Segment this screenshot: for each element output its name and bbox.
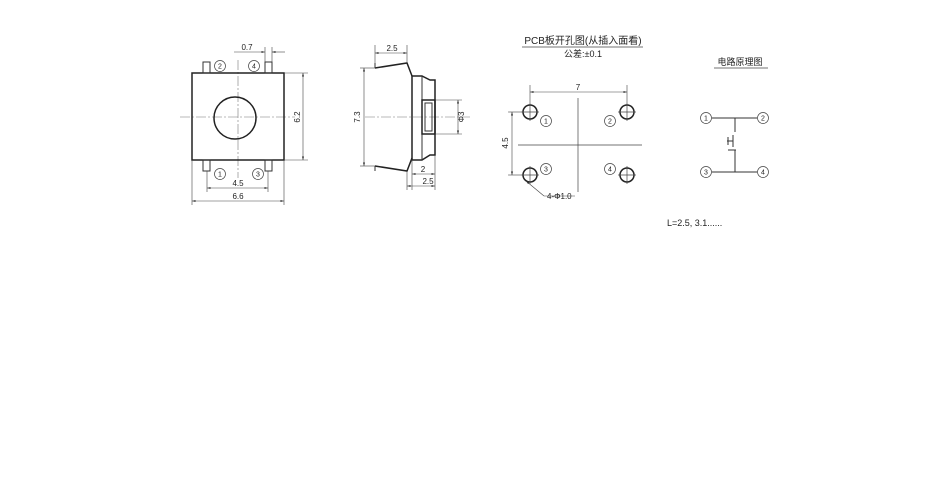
top-view: 2 4 1 3 0.7 6.2 4.5 6.6 xyxy=(180,43,308,205)
pin-label-circle xyxy=(214,168,226,180)
dim-hole-pitch-y: 4.5 xyxy=(501,137,510,149)
length-note: L=2.5, 3.1...... xyxy=(667,218,722,228)
pcb-pin-3: 3 xyxy=(544,167,548,174)
pin-label-1: 1 xyxy=(218,172,222,179)
actuator-circle xyxy=(213,96,257,140)
dim-side-depth: 2 xyxy=(421,165,426,174)
switch-symbol xyxy=(727,118,736,172)
dim-side-height: 7.3 xyxy=(353,111,362,123)
dim-top-pin: 0.7 xyxy=(241,43,253,52)
pcb-title: PCB板开孔图(从插入面看) xyxy=(524,34,641,47)
pcb-pin-1: 1 xyxy=(544,119,548,126)
pin-label-3: 3 xyxy=(256,172,260,179)
circuit-pin-2: 2 xyxy=(761,116,765,123)
circuit-title: 电路原理图 xyxy=(717,56,762,67)
side-pin-upper xyxy=(374,62,413,77)
pin-label-circle xyxy=(252,168,264,180)
dim-side-pin-offset: 2.5 xyxy=(422,177,434,186)
circuit-pin-1: 1 xyxy=(704,116,708,123)
pin-tab xyxy=(264,61,273,74)
pcb-hole xyxy=(618,103,636,121)
dim-body-width: 6.6 xyxy=(232,192,244,201)
side-pin-lower xyxy=(374,157,413,172)
pcb-hole xyxy=(521,166,539,184)
pcb-hole xyxy=(618,166,636,184)
side-view: 2.5 7.3 Φ3 2 2.5 xyxy=(353,44,470,190)
circuit-view: 电路原理图 1 2 3 4 xyxy=(700,56,769,178)
dim-bottom-pin: 4.5 xyxy=(232,179,244,188)
pin-tab xyxy=(202,61,211,74)
pcb-view: PCB板开孔图(从插入面看) 公差:±0.1 1 2 3 4 xyxy=(501,34,643,201)
pin-label-2: 2 xyxy=(218,64,222,71)
pcb-pin-2: 2 xyxy=(608,119,612,126)
hole-spec-label: 4-Φ1.0 xyxy=(547,192,572,201)
circuit-pin-4: 4 xyxy=(761,170,765,177)
pcb-tolerance: 公差:±0.1 xyxy=(564,48,602,59)
circuit-pin-3: 3 xyxy=(704,170,708,177)
pin-label-4: 4 xyxy=(252,64,256,71)
actuator-side xyxy=(421,99,436,135)
pcb-hole xyxy=(521,103,539,121)
pin-tab xyxy=(202,159,211,172)
pcb-pin-4: 4 xyxy=(608,167,612,174)
pin-label-circle xyxy=(214,60,226,72)
dim-actuator-diameter: Φ3 xyxy=(457,111,466,122)
pin-tab xyxy=(264,159,273,172)
dim-hole-pitch-x: 7 xyxy=(576,83,581,92)
pin-label-circle xyxy=(248,60,260,72)
dim-body-height: 6.2 xyxy=(293,111,302,123)
dim-actuator-length: 2.5 xyxy=(386,44,398,53)
switch-body-top xyxy=(191,72,285,161)
